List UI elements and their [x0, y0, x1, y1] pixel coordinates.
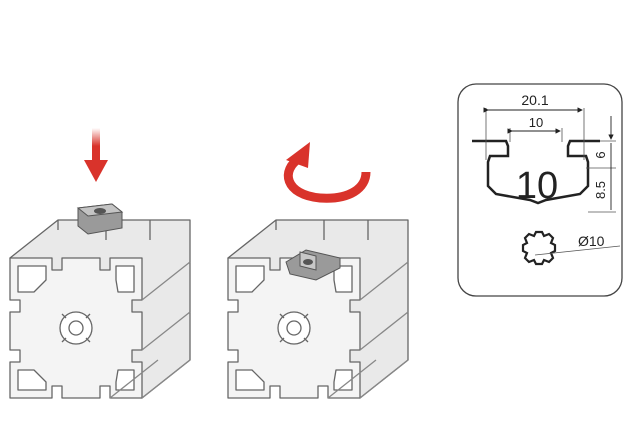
- rotate-arrow-icon: [283, 142, 371, 203]
- dim-bore-diameter: Ø10: [578, 233, 605, 249]
- t-nut-left: [76, 203, 124, 235]
- dim-depth-bottom: 8.5: [593, 181, 608, 199]
- slot-size-label: 10: [516, 165, 558, 207]
- dim-width-outer: 20.1: [521, 92, 548, 108]
- dim-depth-top: 6: [593, 151, 608, 158]
- aluminum-profile-left: [9, 219, 191, 399]
- dim-width-slot: 10: [529, 115, 543, 130]
- slot-dimension-detail: 20.1 10 10 6 8.5 Ø10: [457, 83, 623, 297]
- down-arrow-icon: [84, 128, 108, 182]
- t-nut-rotated: [285, 249, 341, 281]
- aluminum-profile-right: [227, 219, 409, 399]
